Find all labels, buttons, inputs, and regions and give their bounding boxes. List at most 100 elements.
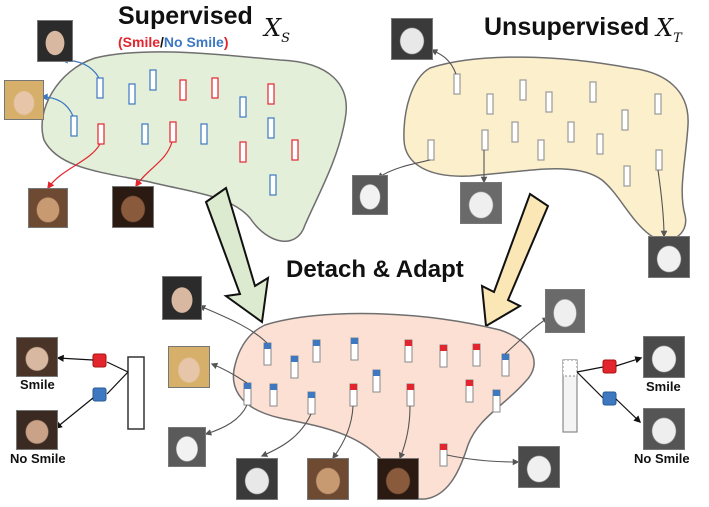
face-thumbnail [307, 458, 349, 500]
face-thumbnail [168, 427, 206, 467]
adapted-bar-no-smile [350, 337, 359, 361]
adapted-bar-smile [465, 379, 474, 403]
adapted-bar-smile [472, 343, 481, 367]
link-arrow [260, 413, 312, 457]
source-symbol: XS [264, 14, 290, 46]
label-legend: (Smile/No Smile) [118, 34, 229, 50]
source-feature-bar [200, 123, 208, 145]
target-feature-bar [511, 121, 519, 143]
adapted-bar-no-smile [290, 355, 299, 379]
source-feature-bar [169, 121, 177, 143]
link-arrow [504, 317, 550, 355]
source-feature-bar [291, 139, 299, 161]
source-feature-bar [267, 83, 275, 105]
source-feature-bar [128, 83, 136, 105]
source-feature-bar [239, 141, 247, 163]
link-arrow [47, 143, 101, 190]
source-symbol-letter: X [264, 14, 282, 42]
source-feature-bar [269, 174, 277, 196]
legend-no-smile: No Smile [163, 34, 224, 50]
target-feature-bar [596, 133, 604, 155]
face-thumbnail [460, 182, 502, 224]
legend-open: ( [118, 34, 123, 50]
source-feature-bar [70, 115, 78, 137]
adapted-bar-no-smile [312, 339, 321, 363]
target-feature-bar [481, 129, 489, 151]
source-feature-bar [267, 117, 275, 139]
right-smile-label: Smile [646, 379, 681, 394]
face-thumbnail [37, 20, 73, 62]
adapted-bar-smile [404, 339, 413, 363]
target-feature-bar [567, 121, 575, 143]
target-symbol-letter: X [656, 14, 674, 42]
link-arrow [204, 404, 248, 436]
target-feature-bars [427, 73, 663, 187]
adapted-bar-no-smile [243, 382, 252, 406]
source-feature-bars [70, 69, 299, 196]
right-no-smile-node [602, 391, 617, 406]
left-classifier [54, 353, 145, 430]
face-thumbnail [518, 446, 560, 488]
adapted-bar-no-smile [372, 369, 381, 393]
source-feature-bar [239, 96, 247, 118]
target-feature-bar [621, 109, 629, 131]
target-feature-bar [655, 149, 663, 171]
left-no-smile-label: No Smile [10, 451, 66, 466]
target-title: Unsupervised [484, 13, 650, 41]
source-feature-bar [179, 79, 187, 101]
face-thumbnail [648, 236, 690, 278]
adapted-bar-smile [439, 443, 448, 467]
adapt-arrow-yellow [480, 192, 550, 328]
face-thumbnail [4, 80, 44, 120]
face-thumbnail [643, 336, 685, 378]
left-smile-node [92, 353, 107, 368]
adapted-bar-smile [439, 344, 448, 368]
target-symbol-subscript: T [673, 30, 682, 46]
source-feature-bar [149, 69, 157, 91]
legend-close: ) [223, 34, 229, 50]
face-thumbnail [16, 410, 58, 450]
source-feature-bar [97, 123, 105, 145]
right-classifier [562, 356, 643, 433]
target-feature-bar [589, 81, 597, 103]
link-arrow [657, 169, 668, 238]
left-smile-label: Smile [20, 377, 55, 392]
face-thumbnail [112, 186, 154, 228]
face-thumbnail [162, 276, 202, 320]
adapted-bar-no-smile [263, 342, 272, 366]
adapted-bar-no-smile [492, 389, 501, 413]
link-arrow [430, 49, 457, 75]
link-arrow [198, 305, 268, 344]
source-domain-region [41, 51, 347, 242]
source-symbol-subscript: S [281, 30, 290, 46]
process-title: Detach & Adapt [286, 256, 464, 283]
target-feature-bar [623, 165, 631, 187]
source-feature-bar [141, 123, 149, 145]
face-thumbnail [545, 289, 585, 333]
adapted-bar-no-smile [501, 353, 510, 377]
source-feature-bar [96, 77, 104, 99]
link-arrow [446, 454, 520, 466]
left-no-smile-node [92, 387, 107, 402]
link-arrow [332, 405, 354, 460]
link-arrow [398, 405, 411, 460]
adapted-bar-smile [406, 383, 415, 407]
right-no-smile-label: No Smile [634, 451, 690, 466]
face-thumbnail [236, 458, 278, 500]
target-feature-bar [453, 73, 461, 95]
adapt-arrow-green [204, 186, 270, 324]
right-smile-node [602, 359, 617, 374]
target-feature-bar [486, 93, 494, 115]
link-arrow [210, 362, 248, 384]
legend-smile: Smile [122, 34, 161, 50]
face-thumbnail [377, 458, 419, 500]
adapted-bar-no-smile [307, 391, 316, 415]
source-title: Supervised [118, 2, 253, 30]
face-thumbnail [643, 408, 685, 450]
target-symbol: XT [656, 14, 682, 46]
adapted-bar-smile [349, 383, 358, 407]
source-feature-bar [211, 77, 219, 99]
target-feature-bar [427, 139, 435, 161]
target-feature-bar [654, 93, 662, 115]
